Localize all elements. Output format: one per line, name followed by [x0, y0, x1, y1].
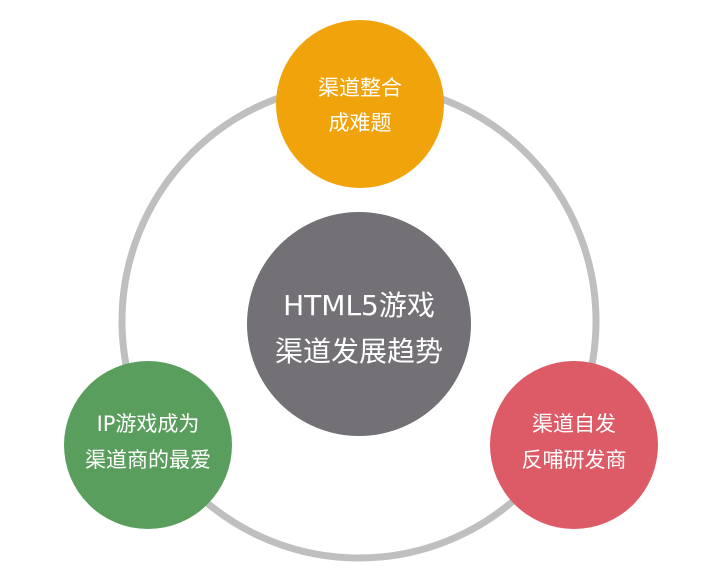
left-node: IP游戏成为 渠道商的最爱 [64, 361, 232, 529]
top-node: 渠道整合 成难题 [276, 20, 444, 188]
right-label-line1: 渠道自发 [532, 412, 616, 436]
left-label-line2: 渠道商的最爱 [85, 448, 211, 472]
center-label-line2: 渠道发展趋势 [275, 335, 443, 368]
right-circle [490, 361, 658, 529]
right-label-line2: 反哺研发商 [522, 448, 627, 472]
left-label-line1: IP游戏成为 [97, 412, 200, 436]
top-circle [276, 20, 444, 188]
right-node: 渠道自发 反哺研发商 [490, 361, 658, 529]
top-label-line1: 渠道整合 [318, 76, 402, 100]
center-node: HTML5游戏 渠道发展趋势 [247, 212, 471, 436]
center-label-line1: HTML5游戏 [283, 289, 435, 322]
left-circle [64, 361, 232, 529]
center-circle [247, 212, 471, 436]
top-label-line2: 成难题 [329, 111, 392, 135]
